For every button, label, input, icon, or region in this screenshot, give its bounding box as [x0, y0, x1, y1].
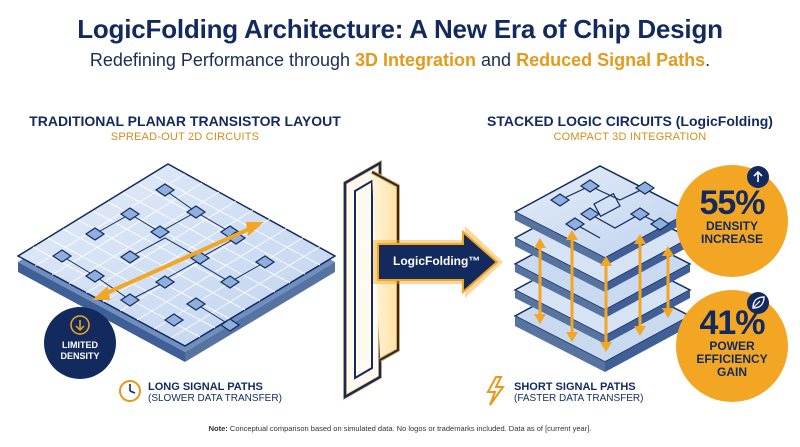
footnote-label: Note: — [208, 424, 228, 433]
leaf-icon — [747, 292, 769, 314]
short-signal-subtitle: (FASTER DATA TRANSFER) — [514, 393, 644, 404]
stat-power-line3: GAIN — [717, 365, 747, 379]
subtitle-middle: and — [476, 50, 517, 70]
left-heading: TRADITIONAL PLANAR TRANSISTOR LAYOUT — [29, 113, 341, 129]
stacked-chip — [513, 165, 692, 372]
stack-layer-1 — [513, 165, 692, 266]
stack-chips — [549, 179, 671, 231]
limited-density-badge — [44, 307, 116, 379]
short-signal-arrows — [534, 230, 674, 352]
stat-density-line1: DENSITY — [705, 219, 758, 233]
subtitle-suffix: . — [705, 50, 711, 70]
badge-line-2: DENSITY — [60, 351, 100, 361]
left-subheading: SPREAD-OUT 2D CIRCUITS — [110, 131, 260, 143]
up-arrow-icon — [747, 166, 769, 188]
stat-power-line2: EFFICIENCY — [696, 352, 768, 366]
subtitle-highlight-3d: 3D Integration — [355, 50, 477, 70]
short-signal-title: SHORT SIGNAL PATHS — [514, 381, 636, 393]
footnote: Note: Conceptual comparison based on sim… — [0, 424, 800, 433]
clock-icon — [119, 380, 141, 402]
stat-power-value: 41% — [699, 304, 765, 342]
subtitle-prefix: Redefining Performance through — [89, 50, 356, 70]
stat-circles — [676, 165, 788, 402]
stat-power-line1: POWER — [709, 339, 755, 353]
stat-density-line2: INCREASE — [700, 232, 763, 246]
stat-density-value: 55% — [699, 184, 765, 222]
right-signal-caption: SHORT SIGNAL PATHS (FASTER DATA TRANSFER… — [514, 381, 704, 404]
long-signal-subtitle: (SLOWER DATA TRANSFER) — [148, 393, 282, 404]
long-signal-arrow — [92, 222, 264, 300]
down-arrow-icon — [70, 315, 90, 335]
stat-density: 55% DENSITY INCREASE — [676, 186, 788, 246]
right-heading: STACKED LOGIC CIRCUITS (LogicFolding) — [487, 113, 773, 129]
left-signal-caption: LONG SIGNAL PATHS (SLOWER DATA TRANSFER) — [148, 381, 328, 404]
stat-power: 41% POWER EFFICIENCY GAIN — [676, 306, 788, 379]
lightning-icon — [486, 376, 505, 406]
logicfolding-label: LogicFolding™ — [393, 254, 481, 268]
page-title: LogicFolding Architecture: A New Era of … — [77, 14, 723, 44]
limited-density-text: LIMITED DENSITY — [50, 340, 110, 362]
stack-traces — [559, 185, 661, 239]
logicfolding-arrow — [373, 226, 503, 298]
right-subheading: COMPACT 3D INTEGRATION — [553, 131, 707, 143]
long-signal-title: LONG SIGNAL PATHS — [148, 381, 263, 393]
subtitle-highlight-signal: Reduced Signal Paths — [516, 50, 706, 70]
page-subtitle: Redefining Performance through 3D Integr… — [0, 50, 800, 71]
badge-line-1: LIMITED — [62, 340, 98, 350]
footnote-text: Conceptual comparison based on simulated… — [227, 424, 592, 433]
planar-board — [16, 163, 337, 362]
